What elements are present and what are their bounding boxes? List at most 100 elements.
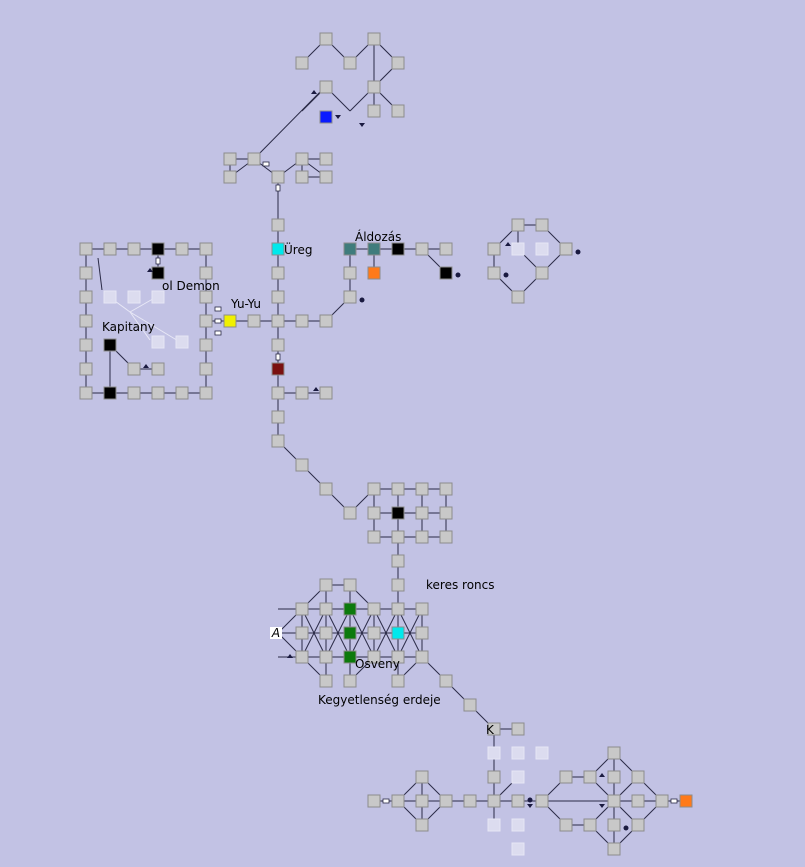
- room[interactable]: [607, 842, 621, 856]
- room[interactable]: [391, 674, 405, 688]
- room[interactable]: [559, 242, 573, 256]
- room-yellow[interactable]: [223, 314, 237, 328]
- room[interactable]: [463, 698, 477, 712]
- room[interactable]: [319, 650, 333, 664]
- room[interactable]: [607, 770, 621, 784]
- room-faded[interactable]: [511, 242, 525, 256]
- room[interactable]: [295, 170, 309, 184]
- room[interactable]: [79, 314, 93, 328]
- room[interactable]: [247, 152, 261, 166]
- room-faded[interactable]: [487, 746, 501, 760]
- room[interactable]: [415, 530, 429, 544]
- room[interactable]: [319, 80, 333, 94]
- room[interactable]: [367, 794, 381, 808]
- room-faded[interactable]: [151, 335, 165, 349]
- room-faded[interactable]: [175, 335, 189, 349]
- room[interactable]: [199, 314, 213, 328]
- room[interactable]: [583, 818, 597, 832]
- room[interactable]: [391, 530, 405, 544]
- room[interactable]: [535, 794, 549, 808]
- room[interactable]: [319, 152, 333, 166]
- room[interactable]: [415, 242, 429, 256]
- room[interactable]: [367, 602, 381, 616]
- room[interactable]: [295, 152, 309, 166]
- room-faded[interactable]: [103, 290, 117, 304]
- room[interactable]: [607, 794, 621, 808]
- room[interactable]: [175, 242, 189, 256]
- room[interactable]: [295, 386, 309, 400]
- room-faded[interactable]: [151, 290, 165, 304]
- room-orange[interactable]: [367, 266, 381, 280]
- room[interactable]: [103, 242, 117, 256]
- room-faded[interactable]: [511, 746, 525, 760]
- room[interactable]: [415, 482, 429, 496]
- room[interactable]: [343, 290, 357, 304]
- room[interactable]: [391, 56, 405, 70]
- room[interactable]: [415, 602, 429, 616]
- room-faded[interactable]: [511, 770, 525, 784]
- room[interactable]: [511, 794, 525, 808]
- room[interactable]: [319, 32, 333, 46]
- room[interactable]: [487, 242, 501, 256]
- room[interactable]: [319, 314, 333, 328]
- room[interactable]: [367, 506, 381, 520]
- room[interactable]: [319, 386, 333, 400]
- room[interactable]: [391, 578, 405, 592]
- room[interactable]: [271, 290, 285, 304]
- room[interactable]: [343, 506, 357, 520]
- room[interactable]: [271, 386, 285, 400]
- room[interactable]: [463, 794, 477, 808]
- room[interactable]: [439, 242, 453, 256]
- room[interactable]: [631, 818, 645, 832]
- room[interactable]: [199, 362, 213, 376]
- room-black[interactable]: [151, 266, 165, 280]
- room[interactable]: [343, 674, 357, 688]
- room[interactable]: [367, 650, 381, 664]
- room[interactable]: [175, 386, 189, 400]
- room[interactable]: [607, 818, 621, 832]
- room[interactable]: [391, 794, 405, 808]
- room[interactable]: [607, 746, 621, 760]
- room-green[interactable]: [343, 650, 357, 664]
- room[interactable]: [631, 794, 645, 808]
- room[interactable]: [631, 770, 645, 784]
- room-black[interactable]: [391, 506, 405, 520]
- room[interactable]: [391, 602, 405, 616]
- room-faded[interactable]: [127, 290, 141, 304]
- room[interactable]: [199, 386, 213, 400]
- room-faded[interactable]: [511, 818, 525, 832]
- room[interactable]: [319, 602, 333, 616]
- room[interactable]: [367, 32, 381, 46]
- room[interactable]: [415, 626, 429, 640]
- room-green[interactable]: [343, 602, 357, 616]
- room-dark_red[interactable]: [271, 362, 285, 376]
- room-black[interactable]: [103, 338, 117, 352]
- room[interactable]: [271, 434, 285, 448]
- room[interactable]: [583, 770, 597, 784]
- room[interactable]: [319, 170, 333, 184]
- room[interactable]: [79, 242, 93, 256]
- room[interactable]: [151, 386, 165, 400]
- room[interactable]: [79, 386, 93, 400]
- room-black[interactable]: [391, 242, 405, 256]
- room[interactable]: [271, 314, 285, 328]
- room[interactable]: [487, 770, 501, 784]
- room[interactable]: [271, 218, 285, 232]
- room[interactable]: [511, 722, 525, 736]
- room[interactable]: [271, 410, 285, 424]
- room-faded[interactable]: [535, 746, 549, 760]
- room[interactable]: [511, 290, 525, 304]
- room-orange[interactable]: [679, 794, 693, 808]
- room[interactable]: [391, 650, 405, 664]
- room-cyan[interactable]: [391, 626, 405, 640]
- room-black[interactable]: [103, 386, 117, 400]
- room[interactable]: [439, 794, 453, 808]
- room-green[interactable]: [343, 626, 357, 640]
- room[interactable]: [655, 794, 669, 808]
- room[interactable]: [127, 242, 141, 256]
- room[interactable]: [295, 602, 309, 616]
- room[interactable]: [535, 266, 549, 280]
- room[interactable]: [271, 266, 285, 280]
- room[interactable]: [295, 314, 309, 328]
- room[interactable]: [79, 338, 93, 352]
